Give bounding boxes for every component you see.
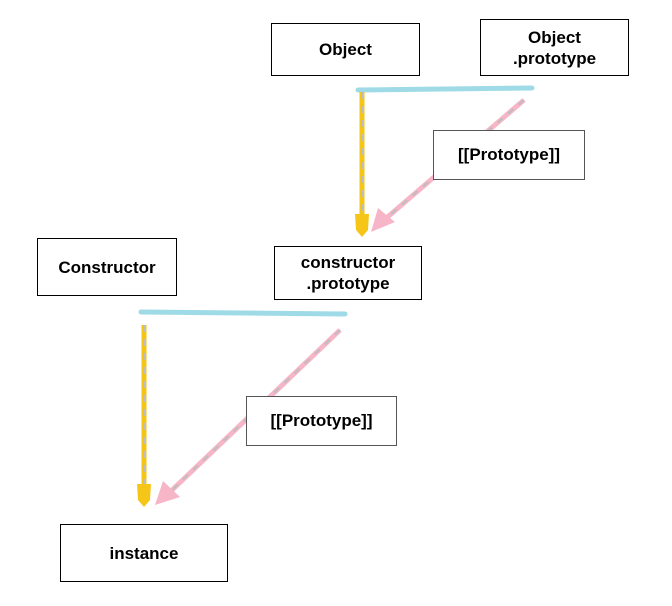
lower-prototype-label: [[Prototype]]: [246, 396, 397, 446]
constructor-node-label: Constructor: [58, 257, 156, 277]
object-prototype-node-line2: .prototype: [512, 48, 597, 68]
object-node: Object: [271, 23, 420, 76]
object-node-label: Object: [319, 40, 372, 59]
constructor-prototype-node-line2: .prototype: [306, 274, 390, 293]
object-prototype-node-line1: Object: [528, 27, 581, 47]
object-down-arrow-head: [355, 214, 369, 237]
constructor-link-bar: [138, 309, 348, 317]
instance-node: instance: [60, 524, 228, 582]
object-link-bar: [355, 85, 535, 93]
upper-prototype-label: [[Prototype]]: [433, 130, 585, 180]
upper-prototype-arrow-head: [371, 208, 395, 232]
constructor-down-arrow-head: [137, 484, 151, 507]
upper-prototype-arrow-dash: [383, 99, 525, 221]
constructor-prototype-node: constructor .prototype: [274, 246, 422, 300]
object-prototype-node: Object .prototype: [480, 19, 629, 76]
constructor-node: Constructor: [37, 238, 177, 296]
instance-node-label: instance: [109, 543, 179, 563]
constructor-prototype-node-line1: constructor: [300, 253, 396, 272]
lower-prototype-arrow-head: [155, 481, 180, 505]
